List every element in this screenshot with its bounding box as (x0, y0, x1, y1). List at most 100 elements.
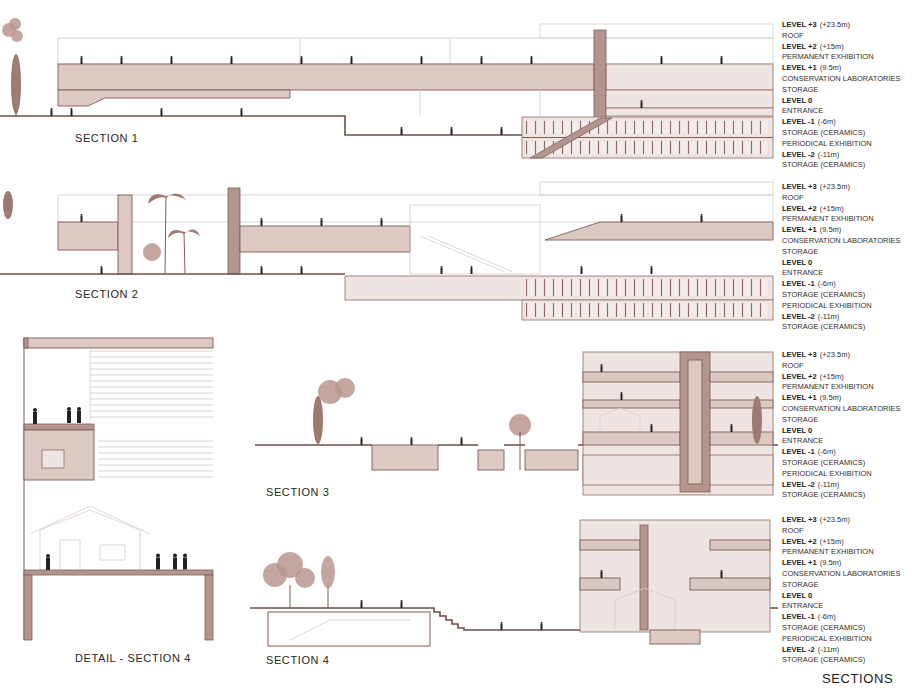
level-label: STORAGE (CERAMICS) (782, 491, 865, 499)
level-name: LEVEL +3 (782, 183, 817, 191)
level-name: LEVEL +3 (782, 516, 817, 524)
level-name: LEVEL +1 (782, 64, 817, 72)
section-1-part (301, 56, 303, 64)
level-name: LEVEL +2 (782, 538, 817, 546)
section-1-part (58, 64, 594, 90)
level-label: ENTRANCE (782, 602, 823, 610)
level-label: CONSERVATION LABORATORIES (782, 237, 901, 245)
level-label: (+15m) (820, 373, 844, 381)
section-4-part (770, 607, 778, 609)
section-3-part (688, 360, 702, 484)
section-2-part (261, 218, 263, 226)
level-label: ENTRANCE (782, 437, 823, 445)
section-4-part (321, 556, 335, 588)
level-label: PERIODICAL EXHIBITION (782, 302, 872, 310)
section-label: DETAIL - SECTION 4 (75, 653, 191, 664)
level-label: STORAGE (CERAMICS) (782, 129, 865, 137)
section-2-part (381, 218, 383, 226)
section-2-part (471, 266, 473, 274)
level-label: (-11m) (818, 151, 840, 159)
section-4-part (290, 620, 410, 640)
section-4-part (290, 585, 291, 608)
section-2-part (118, 195, 132, 274)
level-label: STORAGE (782, 86, 819, 94)
section-2-part (621, 214, 623, 222)
level-name: LEVEL -2 (782, 151, 815, 159)
section-1-part (606, 90, 773, 108)
detail-section-4-part (156, 554, 160, 570)
section-1-part (241, 108, 243, 116)
section-3-part (731, 424, 733, 432)
level-name: LEVEL -1 (782, 118, 815, 126)
section-4-part (401, 600, 403, 608)
level-name: LEVEL +1 (782, 394, 817, 402)
level-label: STORAGE (CERAMICS) (782, 624, 865, 632)
section-2-part (3, 191, 13, 219)
level-label: ROOF (782, 194, 804, 202)
section-4-part (580, 578, 620, 590)
section-4-part (580, 520, 770, 632)
section-3-part (313, 396, 323, 444)
detail-section-4-part (67, 407, 71, 423)
detail-section-4-part (24, 338, 213, 348)
section-2-part (651, 266, 653, 274)
section-1-part (481, 56, 483, 64)
level-label: STORAGE (782, 581, 819, 589)
section-label: SECTION 3 (266, 487, 329, 498)
section-label: SECTION 4 (266, 655, 329, 666)
section-label: SECTION 1 (75, 133, 138, 144)
section-1-part (540, 24, 773, 38)
level-label: STORAGE (CERAMICS) (782, 161, 865, 169)
level-name: LEVEL -2 (782, 481, 815, 489)
section-4-part (295, 568, 315, 588)
section-1 (0, 18, 773, 158)
section-1-part (412, 74, 548, 116)
section-1-part (661, 56, 663, 64)
section-2-part (184, 232, 185, 274)
section-4-part (640, 525, 648, 630)
section-1-part (81, 56, 83, 64)
level-name: LEVEL 0 (782, 427, 812, 435)
detail-section-4-part (33, 408, 37, 424)
level-label: ROOF (782, 527, 804, 535)
section-2-part (540, 182, 773, 195)
level-label: (9.5m) (820, 394, 842, 402)
detail-section-4-part (24, 338, 28, 348)
level-name: LEVEL +2 (782, 43, 817, 51)
level-name: LEVEL +3 (782, 21, 817, 29)
level-label: (-11m) (818, 481, 840, 489)
section-1-part (300, 38, 301, 64)
section-3-part (520, 432, 521, 470)
section-2-part (143, 243, 161, 261)
section-3-part (752, 396, 762, 444)
detail-section-4-part (24, 424, 94, 430)
section-2-part (526, 303, 769, 317)
section-1-part (161, 108, 163, 116)
section-2-part (701, 214, 703, 222)
detail-section-4-part (46, 554, 50, 570)
level-label: ROOF (782, 362, 804, 370)
section-1-part (641, 100, 643, 108)
section-1-part (606, 108, 773, 116)
section-3-part (583, 432, 680, 445)
section-3-part (525, 450, 578, 470)
section-1-part (351, 56, 353, 64)
detail-section-4-part (33, 407, 187, 570)
section-3-part (651, 424, 653, 432)
section-4-part (690, 578, 770, 590)
sheet-title: SECTIONS (822, 672, 893, 685)
section-4-part (328, 586, 329, 608)
section-1-part (11, 30, 23, 42)
level-label: CONSERVATION LABORATORIES (782, 570, 901, 578)
section-3 (255, 352, 778, 495)
section-2-part (526, 279, 769, 296)
level-name: LEVEL +2 (782, 373, 817, 381)
section-1-part (522, 117, 773, 158)
section-4-part (721, 570, 723, 578)
section-1-part (11, 54, 21, 114)
level-label: STORAGE (782, 416, 819, 424)
level-label: ENTRANCE (782, 107, 823, 115)
level-name: LEVEL 0 (782, 97, 812, 105)
